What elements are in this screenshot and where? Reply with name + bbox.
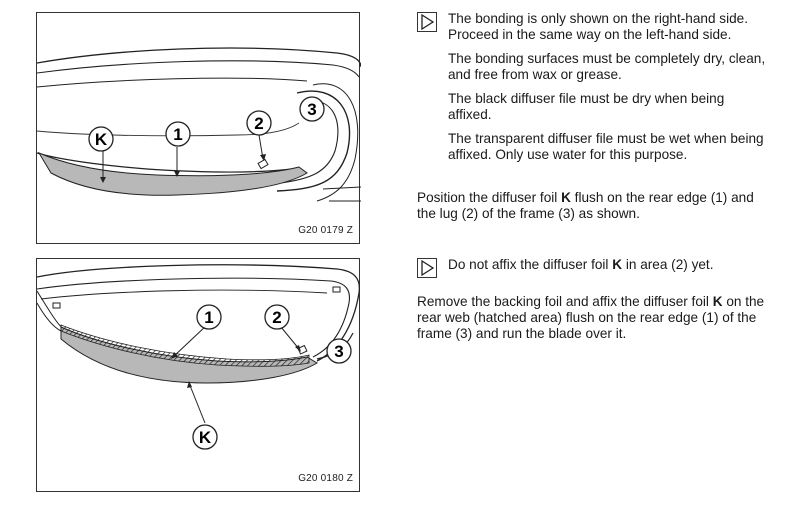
instruction-text-1: Position the diffuser foil K flush on th… <box>417 190 754 221</box>
note-text: The black diffuser file must be dry when… <box>448 91 725 122</box>
callout-k-label: K <box>95 130 108 149</box>
callout-k-circle <box>88 126 114 152</box>
note-text: The bonding surfaces must be completely … <box>448 51 766 82</box>
callout-2-label: 2 <box>272 308 281 327</box>
frame-drawing-2: 1 2 3 K <box>37 264 361 450</box>
note-triangle-icon <box>417 258 437 278</box>
callout-3-label: 3 <box>334 342 343 361</box>
callout-2-circle <box>246 110 272 136</box>
callout-3-circle <box>326 338 352 364</box>
callout-1-label: 1 <box>204 308 213 327</box>
note-text: Do not affix the diffuser foil K in area… <box>448 257 714 272</box>
frame-drawing-1: K 1 2 3 <box>37 47 361 202</box>
note-text: The bonding is only shown on the right-h… <box>448 11 749 42</box>
figure-code: G20 0180 Z <box>298 473 353 484</box>
callout-2-label: 2 <box>254 114 263 133</box>
note-triangle-icon <box>417 12 437 32</box>
callout-3-circle <box>299 96 325 122</box>
instruction-text-2: Remove the backing foil and affix the di… <box>417 294 765 341</box>
note-block-2: Do not affix the diffuser foil K in area… <box>417 257 767 281</box>
callout-k-label: K <box>199 428 212 447</box>
illustration-frame-rear-web: 1 2 3 K G20 0180 Z <box>36 258 361 492</box>
illustration-frame-rear-edge: K 1 2 3 G20 0179 Z <box>36 12 361 244</box>
callout-2-circle <box>264 304 290 330</box>
callout-1-label: 1 <box>173 125 182 144</box>
note-block-1: The bonding is only shown on the right-h… <box>417 11 767 171</box>
callout-1-circle <box>196 304 222 330</box>
callout-k-circle <box>192 424 218 450</box>
callout-3-label: 3 <box>307 100 316 119</box>
figure-code: G20 0179 Z <box>298 225 353 236</box>
callout-1-circle <box>165 121 191 147</box>
note-text: The transparent diffuser file must be we… <box>448 131 764 162</box>
